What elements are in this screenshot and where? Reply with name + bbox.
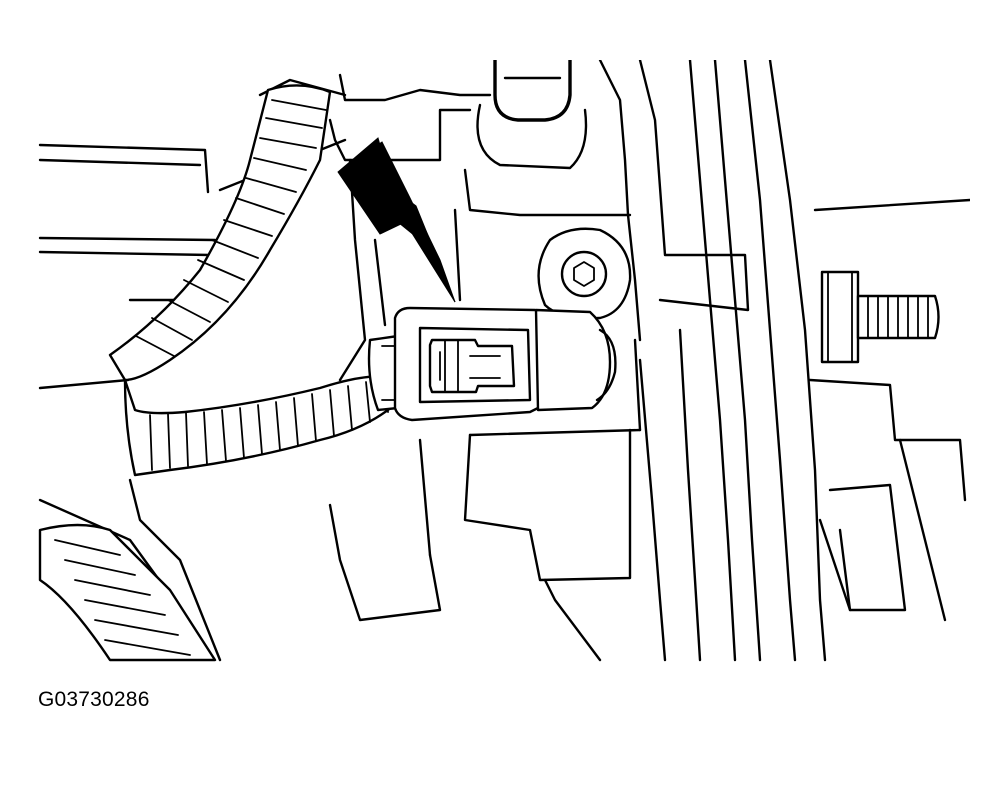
indicator-arrow — [337, 137, 456, 303]
wiring-harness-corner — [38, 478, 222, 662]
housing-body — [328, 60, 750, 662]
wiring-harness-upper — [108, 84, 332, 382]
top-shaft — [463, 60, 632, 217]
right-rails — [638, 60, 827, 662]
socket-bolt-boss — [537, 227, 632, 320]
threaded-stud — [820, 270, 940, 364]
sensor-connector — [367, 306, 617, 422]
wiring-harness-lower — [123, 375, 402, 477]
right-panel — [808, 198, 970, 622]
figure-id-label: G03730286 — [38, 688, 150, 711]
